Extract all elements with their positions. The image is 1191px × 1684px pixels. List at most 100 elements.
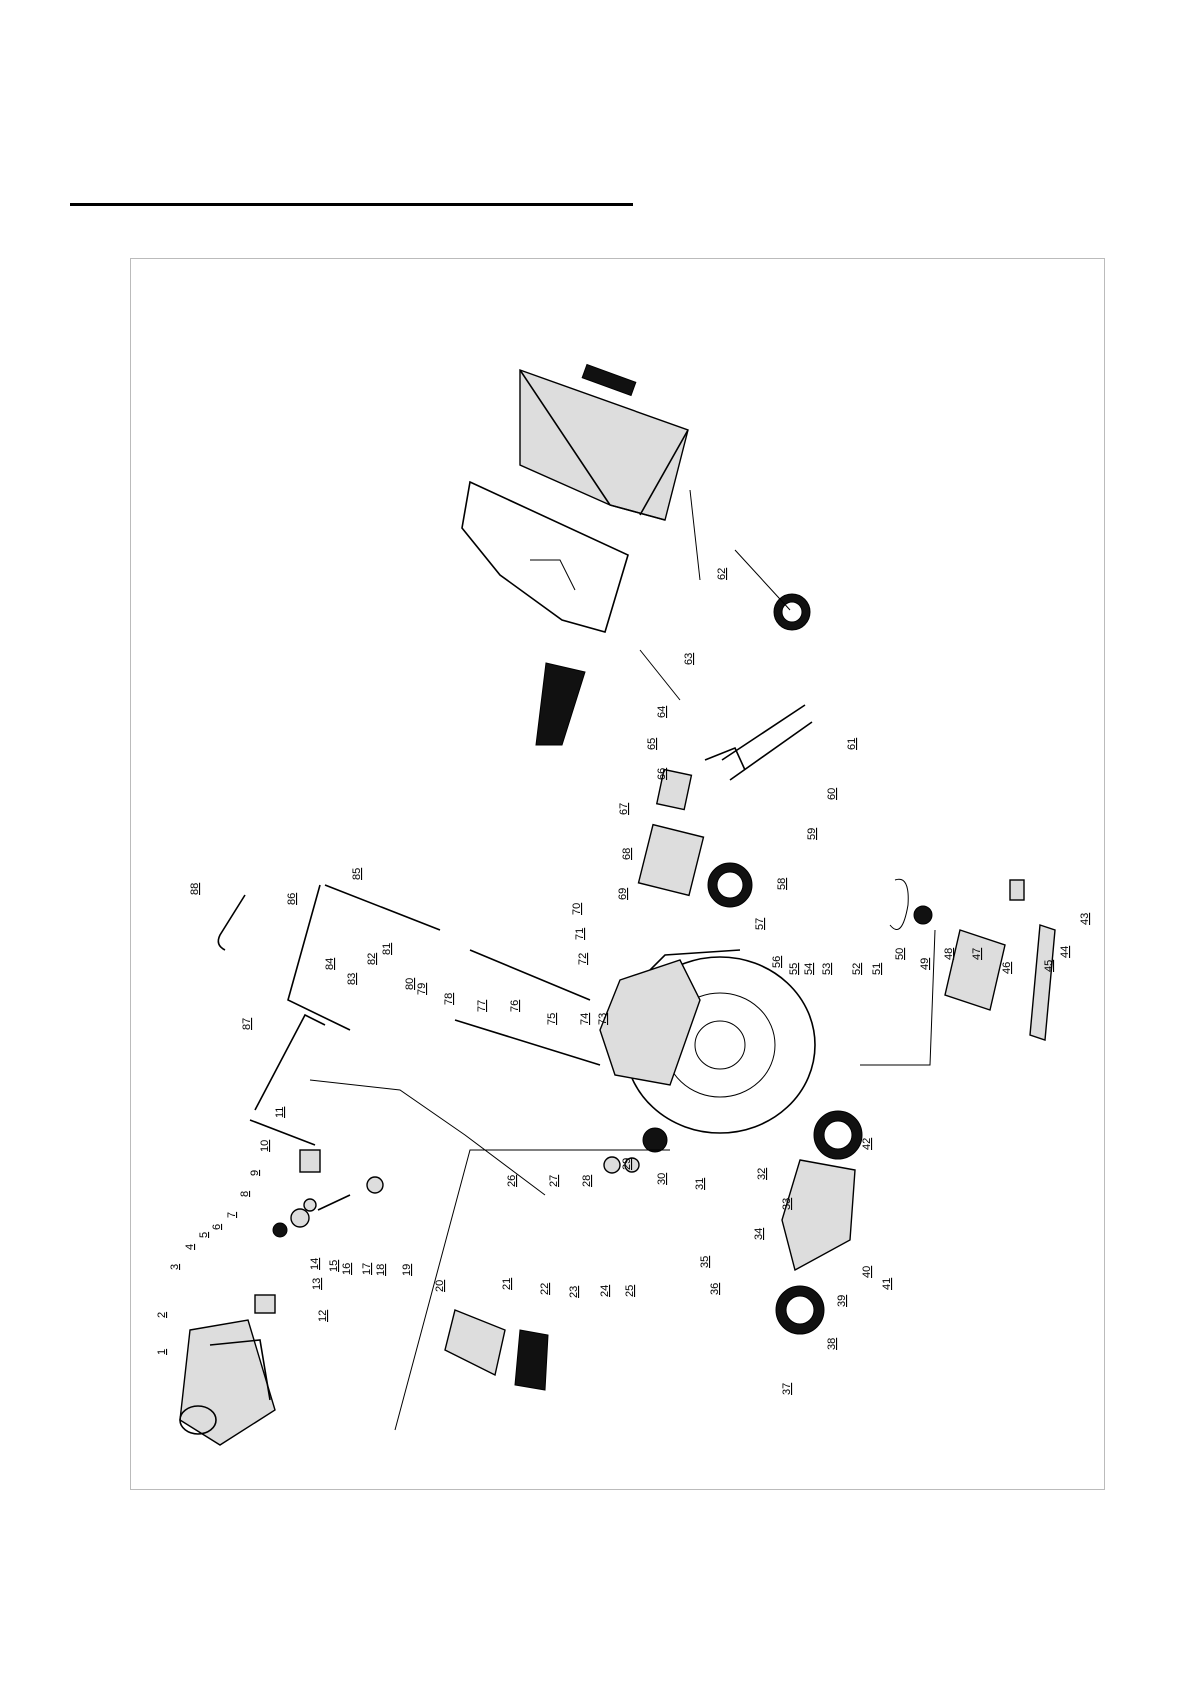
part-label-34: 34 xyxy=(753,1228,765,1240)
part-label-6: 6 xyxy=(211,1224,223,1230)
part-label-29: 29 xyxy=(621,1158,633,1170)
part-label-16: 16 xyxy=(341,1263,353,1275)
part-label-56: 56 xyxy=(771,956,783,968)
part-label-36: 36 xyxy=(709,1283,721,1295)
part-label-43: 43 xyxy=(1079,913,1091,925)
part-label-32: 32 xyxy=(756,1168,768,1180)
part-label-73: 73 xyxy=(597,1013,609,1025)
bag-frame-part xyxy=(462,482,628,632)
part-label-52: 52 xyxy=(851,963,863,975)
part-label-2: 2 xyxy=(156,1312,168,1318)
part-label-80: 80 xyxy=(404,978,416,990)
part-label-24: 24 xyxy=(599,1285,611,1297)
part-label-40: 40 xyxy=(861,1266,873,1278)
part-label-79: 79 xyxy=(416,983,428,995)
part-label-53: 53 xyxy=(821,963,833,975)
part-label-27: 27 xyxy=(548,1175,560,1187)
part-label-19: 19 xyxy=(401,1264,413,1276)
part-label-58: 58 xyxy=(776,878,788,890)
part-label-85: 85 xyxy=(351,868,363,880)
part-label-20: 20 xyxy=(434,1280,446,1292)
part-label-50: 50 xyxy=(894,948,906,960)
grip-part xyxy=(218,895,245,950)
part-label-3: 3 xyxy=(169,1264,181,1270)
drive-cover-part xyxy=(890,879,1005,1010)
part-label-69: 69 xyxy=(617,888,629,900)
part-label-31: 31 xyxy=(694,1178,706,1190)
part-label-86: 86 xyxy=(286,893,298,905)
part-label-13: 13 xyxy=(311,1278,323,1290)
part-label-62: 62 xyxy=(716,568,728,580)
part-label-5: 5 xyxy=(198,1232,210,1238)
part-label-39: 39 xyxy=(836,1295,848,1307)
part-label-47: 47 xyxy=(971,948,983,960)
part-label-77: 77 xyxy=(476,1000,488,1012)
part-label-68: 68 xyxy=(621,848,633,860)
part-label-46: 46 xyxy=(1001,962,1013,974)
part-label-4: 4 xyxy=(184,1244,196,1250)
part-label-51: 51 xyxy=(871,963,883,975)
handle-part xyxy=(250,885,440,1145)
part-label-84: 84 xyxy=(324,958,336,970)
part-label-74: 74 xyxy=(579,1013,591,1025)
wheel-part-58 xyxy=(708,863,752,907)
part-label-57: 57 xyxy=(754,918,766,930)
rear-axle-part xyxy=(705,594,812,780)
part-label-30: 30 xyxy=(656,1173,668,1185)
part-label-9: 9 xyxy=(249,1170,261,1176)
part-label-49: 49 xyxy=(919,958,931,970)
part-label-87: 87 xyxy=(241,1018,253,1030)
part-label-12: 12 xyxy=(317,1310,329,1322)
part-label-41: 41 xyxy=(881,1278,893,1290)
part-label-22: 22 xyxy=(539,1283,551,1295)
wheel-part-42 xyxy=(814,1111,862,1159)
rear-flap-part-68 xyxy=(639,825,704,896)
part-label-33: 33 xyxy=(781,1198,793,1210)
part-label-67: 67 xyxy=(618,803,630,815)
part-label-17: 17 xyxy=(361,1263,373,1275)
part-label-15: 15 xyxy=(328,1260,340,1272)
part-label-81: 81 xyxy=(381,943,393,955)
part-label-75: 75 xyxy=(546,1013,558,1025)
part-label-35: 35 xyxy=(699,1256,711,1268)
part-label-54: 54 xyxy=(803,963,815,975)
part-label-44: 44 xyxy=(1059,946,1071,958)
part-label-7: 7 xyxy=(226,1212,238,1218)
chute-part-21 xyxy=(515,1330,548,1390)
part-label-66: 66 xyxy=(656,768,668,780)
part-label-59: 59 xyxy=(806,828,818,840)
part-label-45: 45 xyxy=(1043,960,1055,972)
part-label-38: 38 xyxy=(826,1338,838,1350)
part-label-72: 72 xyxy=(577,953,589,965)
part-label-78: 78 xyxy=(443,993,455,1005)
part-label-18: 18 xyxy=(375,1264,387,1276)
mulch-plate-part xyxy=(536,663,585,745)
leader-lines xyxy=(310,490,935,1430)
part-label-76: 76 xyxy=(509,1000,521,1012)
part-label-55: 55 xyxy=(788,963,800,975)
rear-bracket-part xyxy=(600,960,700,1085)
engine-part xyxy=(180,1320,275,1445)
part-label-82: 82 xyxy=(366,953,378,965)
part-label-1: 1 xyxy=(156,1349,168,1355)
part-label-48: 48 xyxy=(943,948,955,960)
part-label-11: 11 xyxy=(274,1107,286,1118)
part-label-25: 25 xyxy=(624,1285,636,1297)
part-label-88: 88 xyxy=(189,883,201,895)
part-label-64: 64 xyxy=(656,706,668,718)
part-label-10: 10 xyxy=(259,1140,271,1152)
part-label-60: 60 xyxy=(826,788,838,800)
wheel-part-38 xyxy=(776,1286,824,1334)
part-label-65: 65 xyxy=(646,738,658,750)
chute-part-20 xyxy=(445,1310,505,1375)
part-label-23: 23 xyxy=(568,1286,580,1298)
part-label-70: 70 xyxy=(571,903,583,915)
part-label-8: 8 xyxy=(239,1191,251,1197)
side-skirt-part xyxy=(782,1160,855,1270)
part-label-26: 26 xyxy=(506,1175,518,1187)
part-label-37: 37 xyxy=(781,1383,793,1395)
part-label-83: 83 xyxy=(346,973,358,985)
part-label-71: 71 xyxy=(574,928,586,940)
grass-bag-part xyxy=(520,365,688,520)
